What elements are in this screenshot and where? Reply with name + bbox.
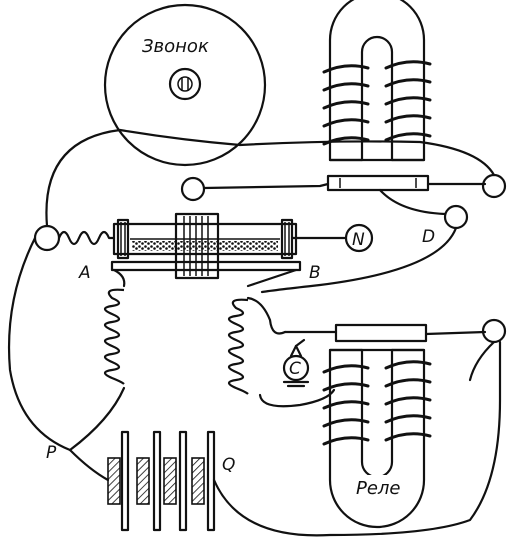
label-a: A bbox=[78, 263, 91, 283]
label-n: N bbox=[352, 230, 365, 250]
wiring bbox=[7, 128, 502, 537]
relay-armature bbox=[283, 318, 507, 344]
label-p: P bbox=[46, 443, 57, 463]
label-b: B bbox=[309, 263, 321, 283]
coil-spring-right bbox=[227, 268, 298, 395]
coil-spring-left bbox=[103, 268, 126, 385]
bell-armature bbox=[180, 173, 507, 202]
terminal-n: N bbox=[344, 223, 374, 253]
label-c: C bbox=[289, 359, 301, 379]
bell-label: Звонок bbox=[142, 36, 209, 57]
contact-d: D bbox=[378, 188, 469, 247]
label-q: Q bbox=[222, 455, 235, 475]
bell bbox=[103, 3, 267, 167]
relay-label: Реле bbox=[356, 478, 401, 499]
battery bbox=[107, 430, 216, 532]
switch-c: C bbox=[282, 338, 310, 388]
microphone bbox=[33, 212, 347, 280]
label-d: D bbox=[422, 227, 435, 247]
relay-electromagnet: Реле bbox=[322, 348, 432, 529]
bell-electromagnet bbox=[322, 0, 432, 162]
